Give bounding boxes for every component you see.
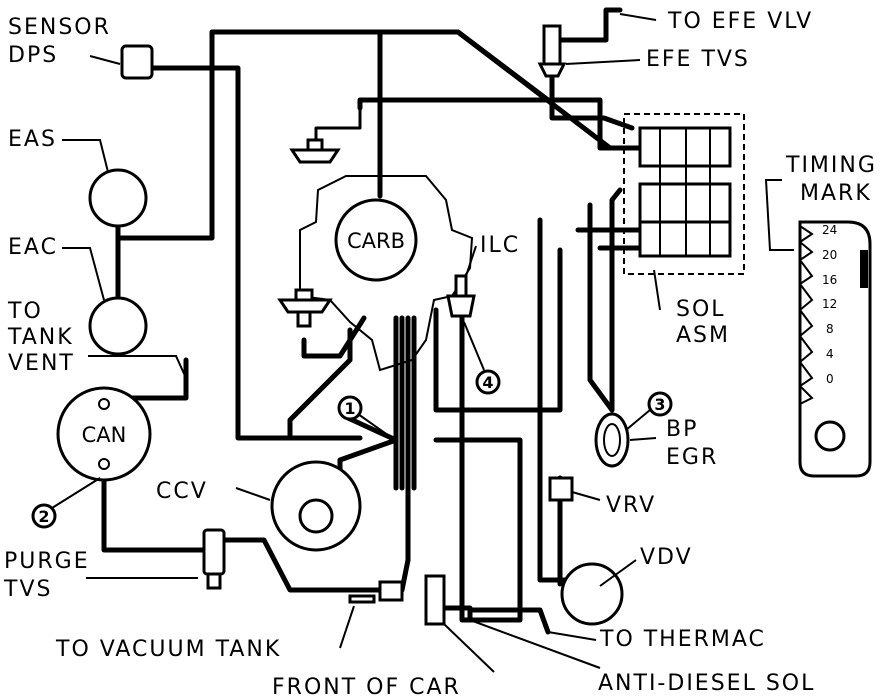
vacuum-hoses [101, 7, 643, 635]
charcoal-canister: CAN [56, 386, 152, 482]
tank-label: TANK [7, 325, 74, 350]
sensor-dps [120, 44, 154, 80]
bp-egr-valve [594, 412, 630, 468]
callout-3: 3 [625, 391, 673, 431]
carburetor: CARB [277, 138, 474, 372]
timing-12: 12 [822, 297, 837, 311]
mark-label: MARK [800, 181, 872, 206]
timing-label: TIMING [785, 153, 877, 178]
to-label: TO [7, 299, 43, 324]
eac-valve [88, 296, 148, 356]
to-efe-vlv-label: TO EFE VLV [667, 9, 813, 34]
eas-label: EAS [8, 127, 57, 152]
purge-label: PURGE [4, 549, 90, 574]
anti-diesel-solenoid [378, 574, 446, 626]
eac-label: EAC [8, 235, 58, 260]
ilc-valve [446, 274, 476, 318]
ilc-label: ILC [480, 233, 520, 258]
front-of-car-label: FRONT OF CAR [272, 675, 461, 698]
vent-label: VENT [8, 351, 75, 376]
text-labels: SENSOR DPS EAS EAC TO TANK VENT CCV PURG… [3, 9, 877, 698]
efe-tvs [537, 24, 567, 78]
timing-24: 24 [822, 223, 837, 237]
timing-20: 20 [822, 248, 837, 262]
sol-label: SOL [676, 297, 726, 322]
vdv-label: VDV [640, 545, 693, 570]
vrv-valve [548, 476, 574, 502]
egr-label: EGR [666, 445, 718, 470]
asm-label: ASM [676, 323, 730, 348]
timing-0: 0 [826, 372, 834, 386]
tvs-label: TVS [3, 577, 52, 602]
efe-tvs-label: EFE TVS [646, 47, 750, 72]
timing-8: 8 [826, 322, 834, 336]
solenoid-assembly [623, 113, 745, 275]
ccv-label: CCV [156, 479, 208, 504]
anti-diesel-sol-label: ANTI-DIESEL SOL [598, 671, 815, 696]
carb-label: CARB [347, 229, 405, 253]
dps-label: DPS [8, 43, 58, 68]
to-thermac-label: TO THERMAC [599, 627, 766, 652]
vacuum-tank-fitting [348, 594, 376, 604]
vrv-label: VRV [606, 493, 656, 518]
vdv-valve [560, 562, 624, 626]
svg-text:3: 3 [654, 395, 665, 414]
eas-valve [88, 168, 148, 228]
can-label: CAN [82, 423, 127, 447]
svg-text:4: 4 [482, 373, 493, 392]
timing-4: 4 [826, 347, 834, 361]
svg-text:2: 2 [38, 507, 49, 526]
svg-text:1: 1 [344, 399, 355, 418]
callout-1: 1 [337, 395, 393, 439]
callout-2: 2 [31, 477, 101, 529]
callout-4: 4 [463, 321, 501, 395]
sensor-label: SENSOR [8, 15, 111, 40]
timing-16: 16 [822, 273, 837, 287]
purge-tvs [202, 528, 226, 590]
to-vacuum-tank-label: TO VACUUM TANK [55, 637, 281, 662]
timing-mark-plate: 24 20 16 12 8 4 0 [798, 220, 872, 478]
bp-label: BP [666, 417, 698, 442]
leader-lines [62, 13, 794, 673]
ccv-valve [270, 460, 362, 552]
